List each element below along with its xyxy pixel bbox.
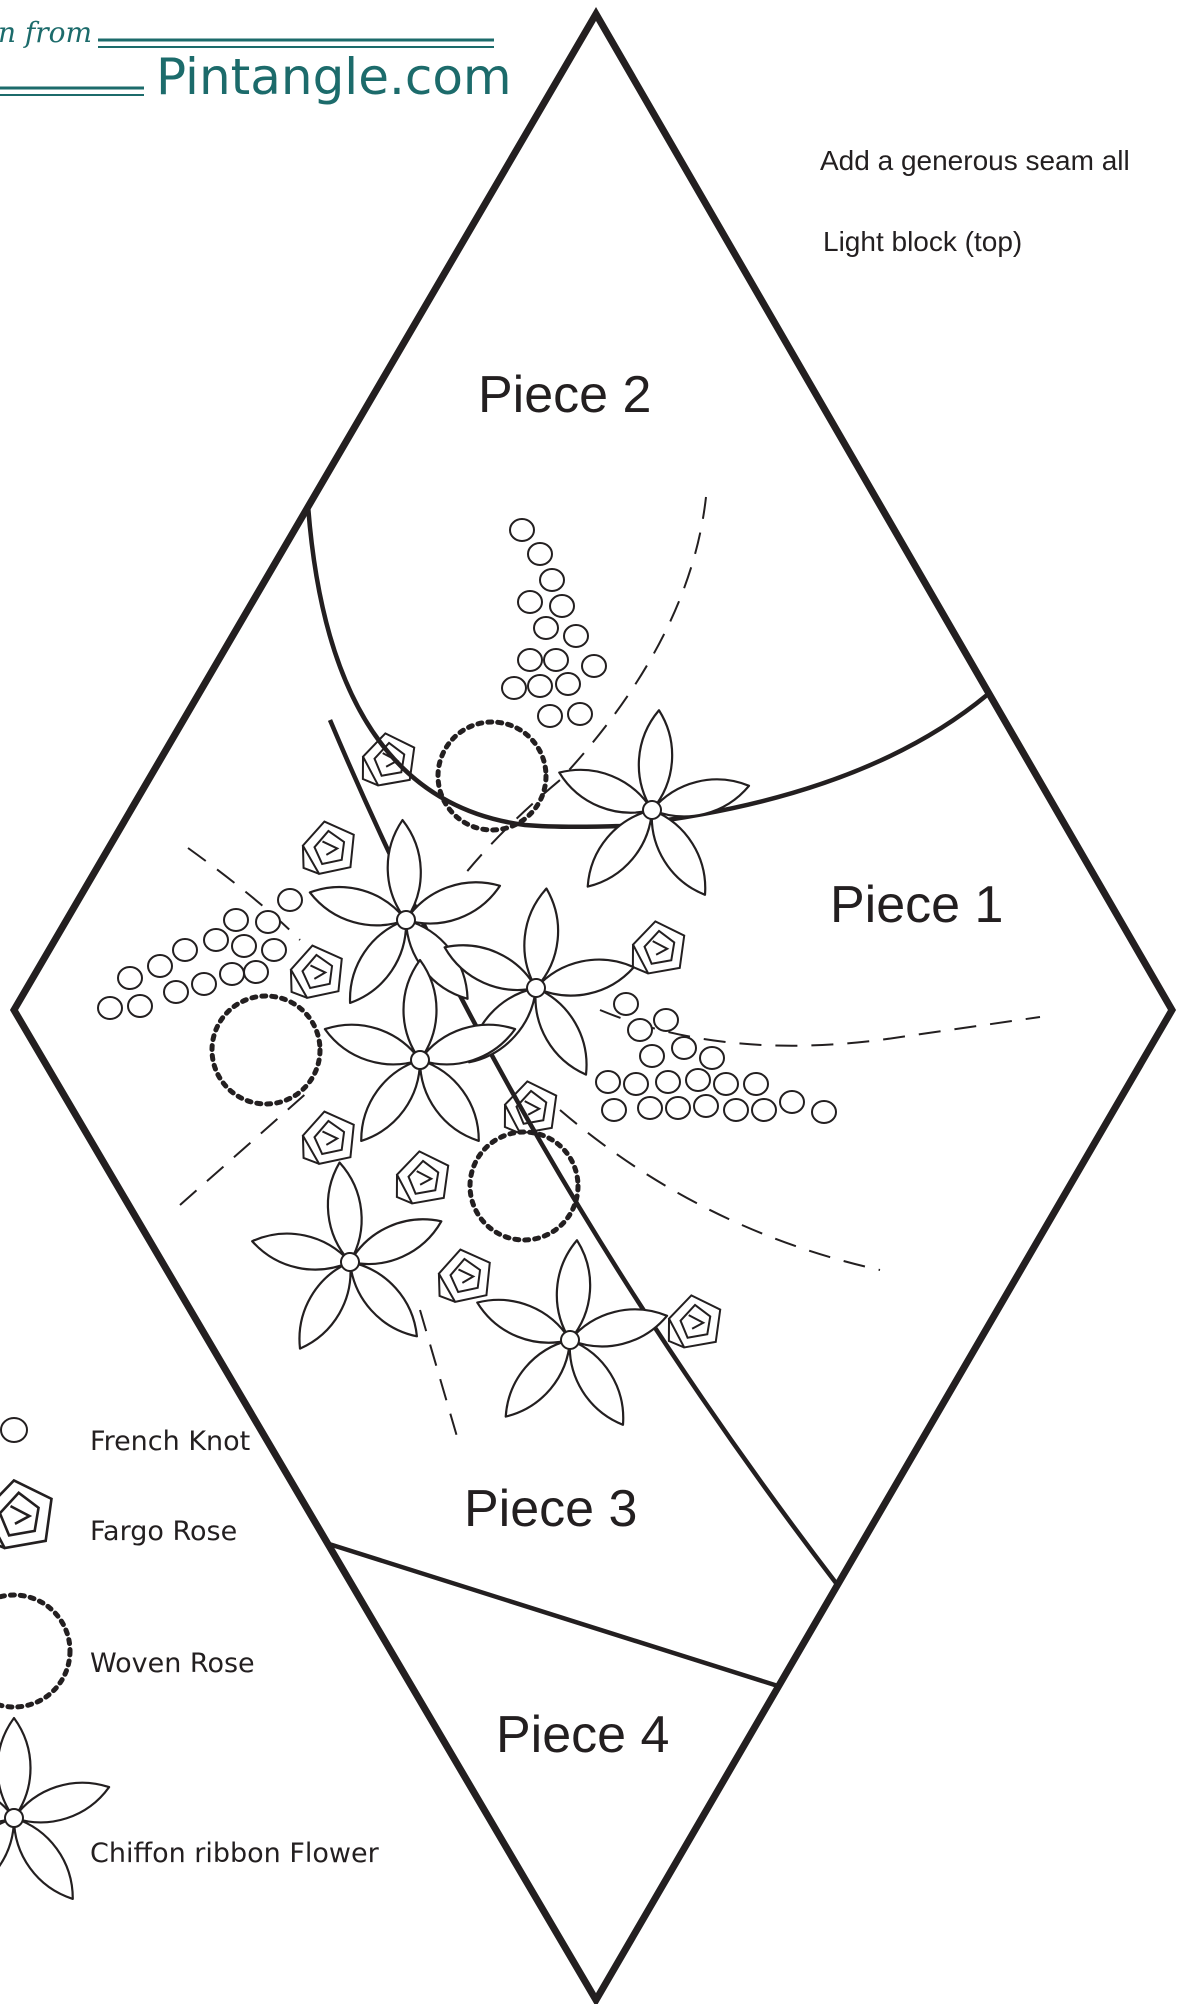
seam-allowance-note: Add a generous seam all <box>820 145 1130 176</box>
legend-label: Woven Rose <box>90 1648 255 1679</box>
chiffon-flower <box>464 1233 677 1437</box>
fargo-rose <box>662 1291 726 1350</box>
french-knot-cluster-top <box>502 519 606 727</box>
fargo-rose <box>356 729 420 788</box>
legend-label: French Knot <box>90 1426 250 1457</box>
fargo-rose <box>295 816 360 877</box>
fargo-rose <box>283 940 348 1001</box>
brand-logo: n from Pintangle.com <box>0 16 512 106</box>
fargo-rose <box>390 1147 454 1206</box>
chiffon-flower-icon <box>0 1718 114 1909</box>
woven-rose <box>212 996 320 1104</box>
chiffon-flower <box>546 703 759 907</box>
piece-1-label: Piece 1 <box>830 876 1003 934</box>
french-knot-icon <box>1 1418 27 1442</box>
woven-rose <box>438 722 546 830</box>
french-knot-cluster-left <box>98 889 302 1019</box>
stitch-legend: French Knot Fargo Rose Woven Rose Chiffo… <box>0 1418 380 1909</box>
piece-4-label: Piece 4 <box>496 1706 669 1764</box>
brand-prefix: n from <box>0 16 92 49</box>
block-note: Light block (top) <box>823 226 1022 257</box>
brand-name: Pintangle.com <box>156 48 512 106</box>
french-knot-cluster-right <box>596 993 836 1123</box>
piece-3-label: Piece 3 <box>464 1480 637 1538</box>
diamond-block-outline <box>14 14 1172 2000</box>
fargo-rose <box>295 1106 360 1167</box>
piece-2-label: Piece 2 <box>478 366 651 424</box>
fargo-rose-icon <box>0 1475 58 1552</box>
legend-label: Chiffon ribbon Flower <box>90 1838 380 1869</box>
woven-rose-icon <box>0 1595 70 1707</box>
woven-rose <box>470 1132 578 1240</box>
fargo-rose <box>626 917 690 976</box>
legend-label: Fargo Rose <box>90 1516 237 1547</box>
fargo-rose <box>431 1244 496 1305</box>
